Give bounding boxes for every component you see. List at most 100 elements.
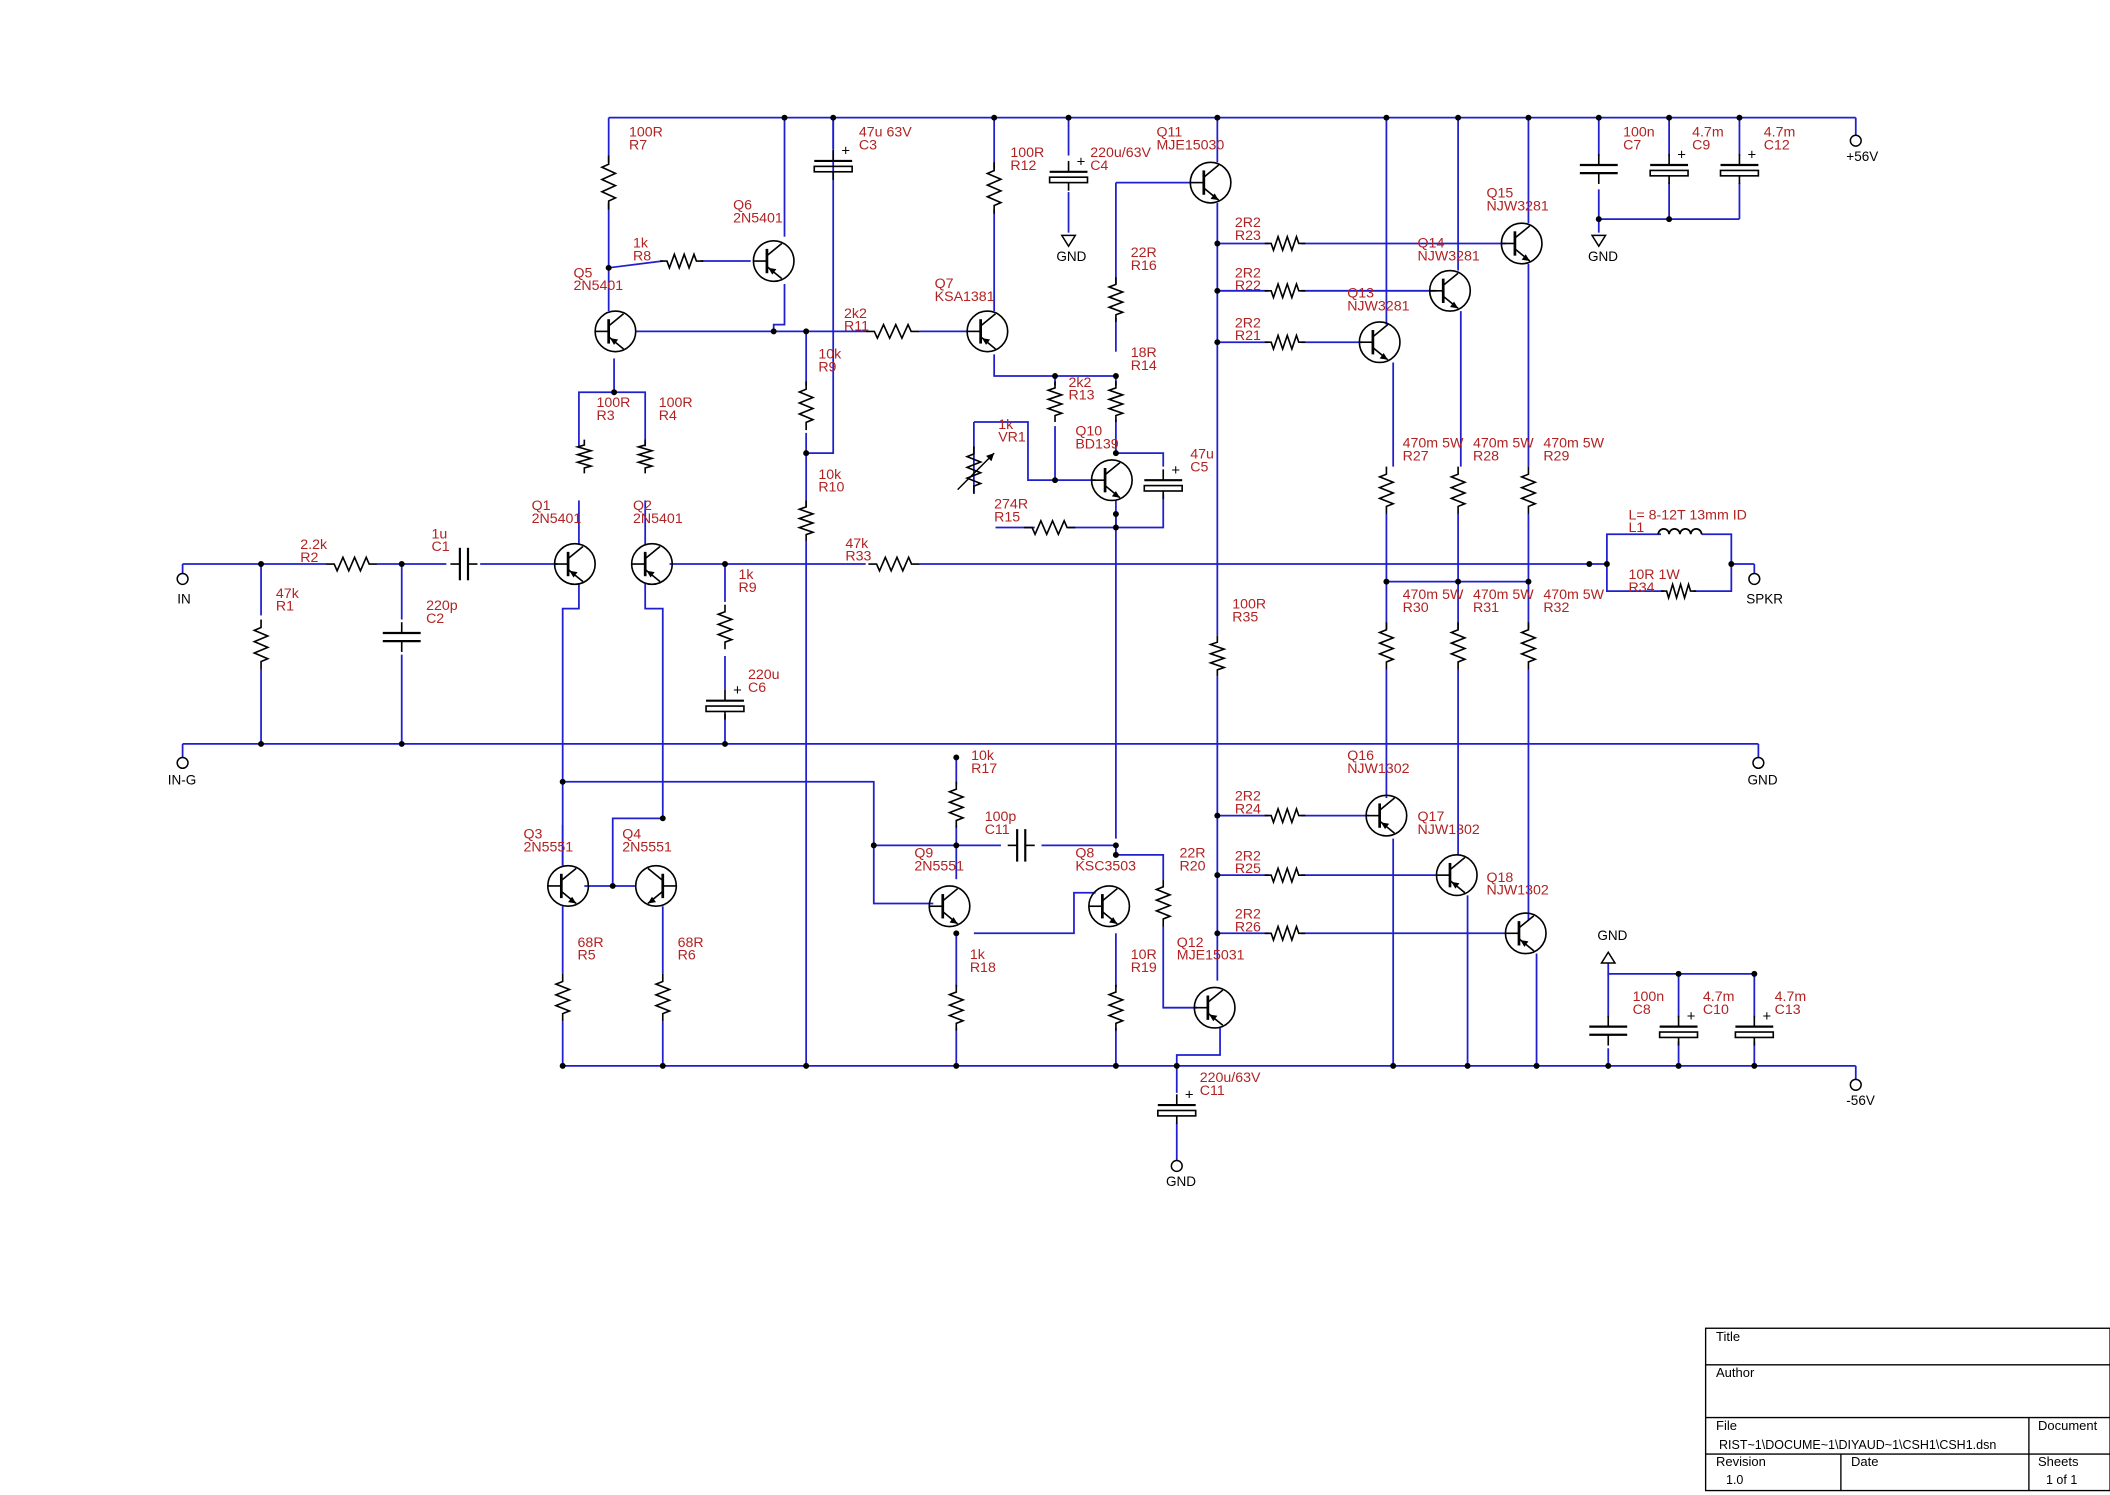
svg-text:+: + — [1762, 1009, 1771, 1025]
label-r21-value: 2R2 — [1235, 315, 1261, 331]
R23-resistor — [1264, 234, 1306, 253]
label-c3-ref: C3 — [859, 137, 877, 153]
label-r27-ref: R27 — [1403, 449, 1429, 465]
R26-resistor — [1264, 924, 1306, 943]
ground-c11-terminal[interactable] — [1170, 1159, 1183, 1173]
label-r5-ref: R5 — [578, 948, 596, 964]
label-q13-ref: NJW3281 — [1347, 298, 1409, 314]
label-q11-value: Q11 — [1156, 125, 1182, 141]
svg-text:+: + — [1687, 1009, 1696, 1025]
label-r6-ref: R6 — [678, 948, 696, 964]
label-r20-value: 22R — [1179, 846, 1205, 862]
label-r21-ref: R21 — [1235, 328, 1261, 344]
label-r32-value: 470m 5W — [1543, 587, 1604, 603]
label-r16-ref: R16 — [1131, 258, 1157, 274]
Q2-transistor — [630, 542, 674, 586]
C11-bot-capacitor: + — [1157, 1088, 1197, 1125]
R19-resistor — [1106, 984, 1125, 1031]
negative-supply-net-label: -56V — [1846, 1093, 1875, 1108]
label-r32-ref: R32 — [1543, 600, 1569, 616]
label-r33-ref: R33 — [845, 549, 871, 565]
Q3-transistor — [546, 864, 590, 908]
revision-label: Revision — [1716, 1454, 1766, 1469]
label-c3-value: 47u 63V — [859, 125, 912, 141]
input-ground-terminal[interactable] — [176, 756, 189, 770]
speaker-output-net-label: SPKR — [1746, 591, 1783, 606]
positive-supply-terminal[interactable] — [1849, 134, 1862, 147]
Q16-transistor — [1365, 794, 1408, 837]
label-r9b-ref: R9 — [739, 580, 757, 596]
label-r9a-value: 10k — [818, 346, 842, 362]
label-r26-value: 2R2 — [1235, 906, 1261, 922]
label-r35-ref: R35 — [1232, 610, 1258, 626]
label-r7-ref: R7 — [629, 137, 647, 153]
label-q3-value: Q3 — [523, 827, 542, 843]
label-q2-value: Q2 — [633, 498, 652, 514]
revision-value: 1.0 — [1726, 1473, 1743, 1487]
document-label: Document — [2038, 1418, 2098, 1433]
Q11-transistor — [1189, 161, 1232, 204]
label-c11a-ref: C11 — [985, 822, 1010, 838]
label-r7-value: 100R — [629, 125, 663, 141]
R31-resistor — [1449, 622, 1468, 670]
label-c5-value: 47u — [1190, 447, 1214, 463]
label-q15-value: Q15 — [1487, 185, 1514, 201]
ground-right-terminal[interactable] — [1752, 756, 1765, 770]
label-r31-value: 470m 5W — [1473, 587, 1534, 603]
R33-resistor — [868, 555, 920, 573]
label-q3-ref: 2N5551 — [523, 839, 573, 855]
label-r1-ref: R1 — [276, 599, 294, 615]
label-r2-value: 2.2k — [300, 537, 328, 553]
label-r30-ref: R30 — [1403, 600, 1429, 616]
label-q7-ref: KSA1381 — [935, 289, 995, 305]
label-r23-ref: R23 — [1235, 228, 1261, 244]
label-q7-value: Q7 — [935, 276, 954, 292]
negative-supply-terminal[interactable] — [1849, 1078, 1862, 1091]
R3-resistor — [574, 439, 595, 474]
label-c13-value: 4.7m — [1775, 989, 1807, 1005]
label-l1-ref: L1 — [1629, 520, 1645, 536]
label-c2-ref: C2 — [426, 611, 444, 627]
label-c8-ref: C8 — [1633, 1002, 1651, 1018]
label-c9-ref: C9 — [1692, 137, 1710, 153]
title-label: Title — [1716, 1329, 1740, 1344]
label-q6-value: Q6 — [733, 198, 752, 214]
label-q10-value: Q10 — [1075, 424, 1102, 440]
Q5-transistor — [594, 310, 637, 353]
C5-capacitor: + — [1143, 463, 1183, 500]
label-r12-value: 100R — [1010, 145, 1044, 161]
label-c1-value: 1u — [431, 526, 447, 542]
Q14-transistor — [1428, 269, 1472, 312]
svg-text:+: + — [1748, 148, 1757, 164]
C2-capacitor — [382, 622, 421, 652]
R15-resistor — [1023, 518, 1076, 537]
label-r14-value: 18R — [1131, 345, 1157, 361]
Q4-transistor — [634, 864, 678, 908]
label-q5-value: Q5 — [574, 265, 593, 281]
R18-resistor — [947, 984, 966, 1031]
Q15-transistor — [1500, 222, 1543, 265]
label-r10-value: 10k — [818, 467, 842, 483]
Q1-transistor — [553, 542, 596, 586]
Q8-transistor — [1088, 885, 1131, 928]
label-r27-value: 470m 5W — [1403, 436, 1464, 452]
R2-resistor — [325, 555, 378, 573]
label-r3-ref: R3 — [596, 408, 614, 424]
R25-resistor — [1264, 865, 1306, 885]
label-q16-ref: NJW1302 — [1347, 761, 1409, 777]
label-r19-ref: R19 — [1131, 960, 1157, 976]
label-c13-ref: C13 — [1775, 1002, 1801, 1018]
R1-resistor — [252, 619, 270, 670]
input-terminal[interactable] — [176, 572, 189, 586]
label-r19-value: 10R — [1131, 947, 1157, 963]
label-r2-ref: R2 — [300, 550, 318, 566]
label-r29-value: 470m 5W — [1543, 436, 1604, 452]
label-vr1-value: 1k — [998, 417, 1014, 433]
label-c12-ref: C12 — [1764, 137, 1790, 153]
speaker-output-terminal[interactable] — [1748, 572, 1761, 586]
svg-text:+: + — [1077, 154, 1086, 170]
label-r5-value: 68R — [578, 935, 604, 951]
label-q18-ref: NJW1302 — [1487, 883, 1549, 899]
